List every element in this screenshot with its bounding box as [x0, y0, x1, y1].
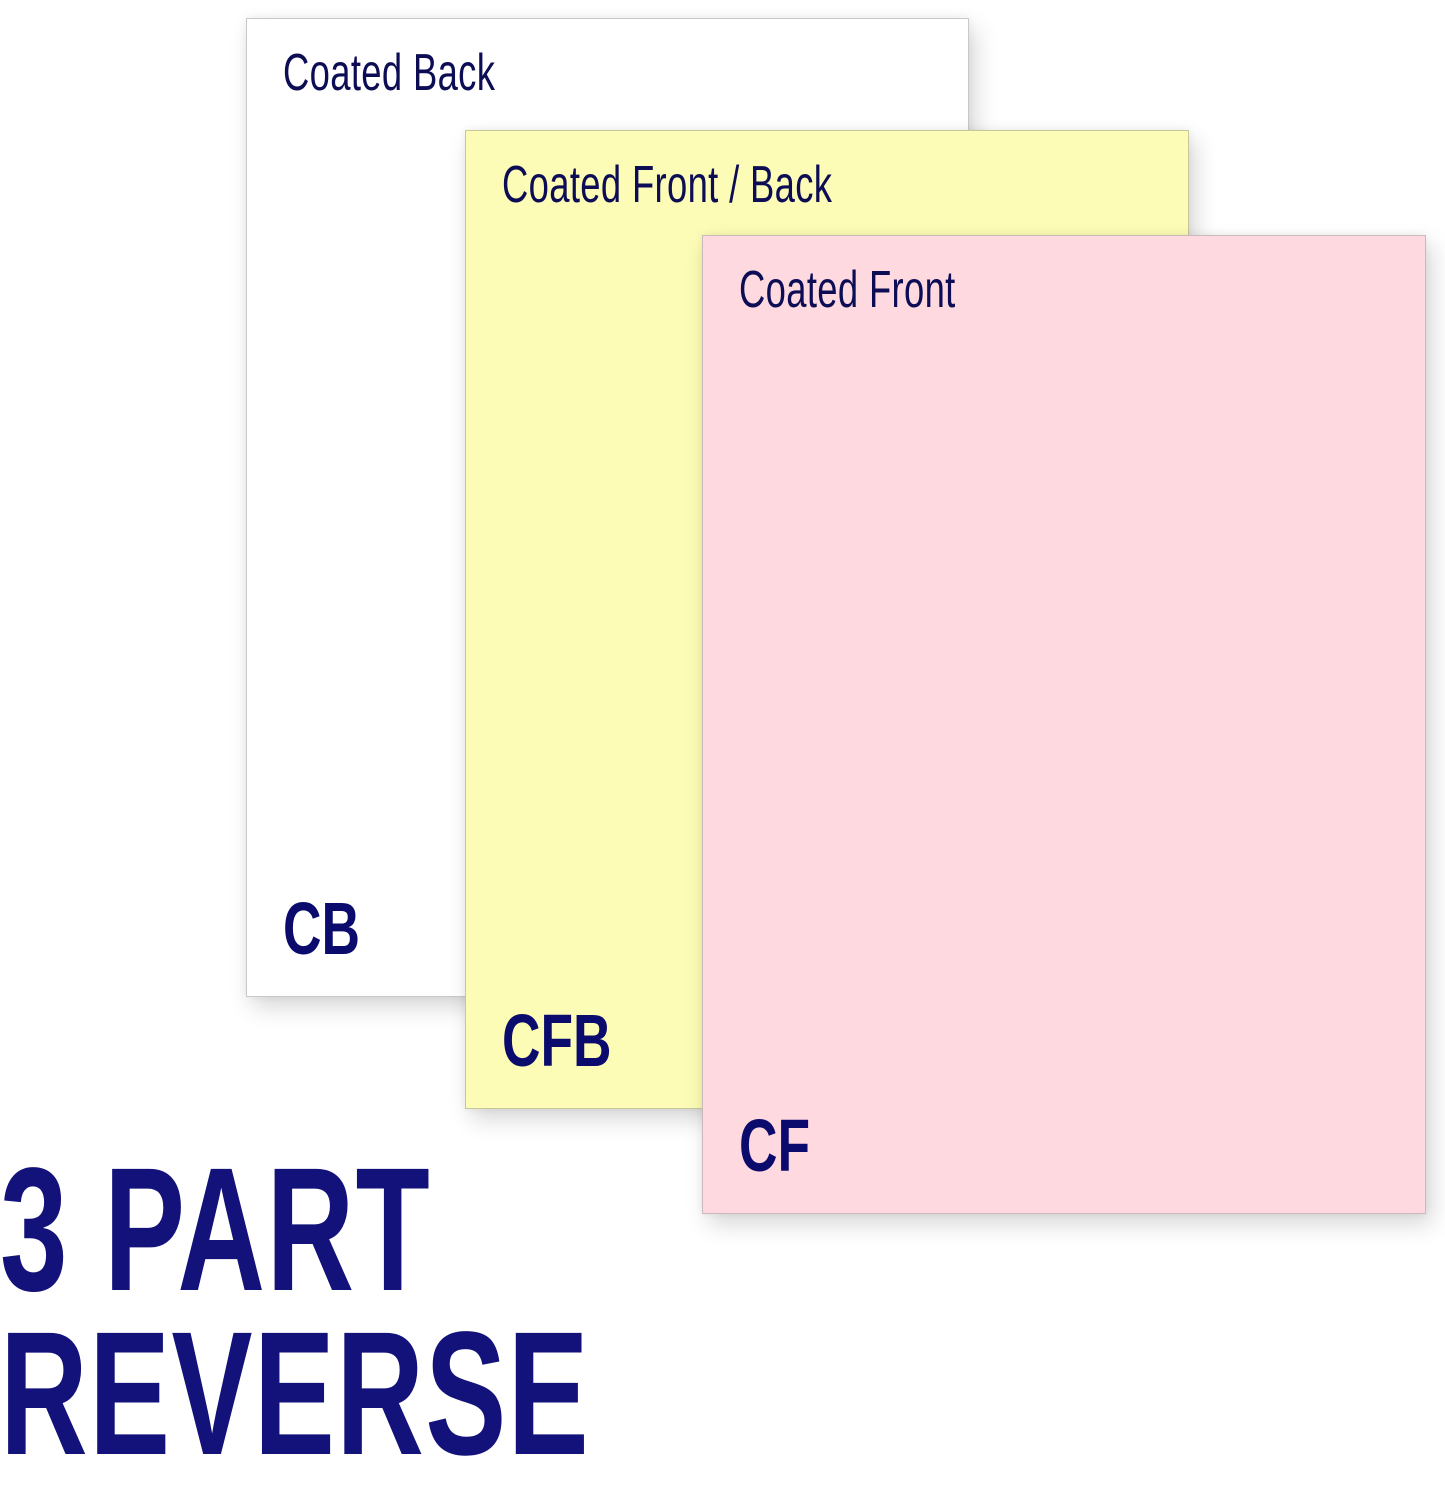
headline-line-2: REVERSE [0, 1296, 591, 1492]
sheet-code: CB [283, 887, 360, 970]
sheet-code: CF [739, 1104, 811, 1187]
headline-line-1: 3 PART [0, 1132, 432, 1328]
sheet-title: Coated Back [283, 44, 496, 102]
sheet-coated-front: Coated Front CF [702, 235, 1426, 1214]
sheet-code: CFB [502, 999, 612, 1082]
headline: 3 PART REVERSE [0, 1132, 591, 1492]
sheet-title: Coated Front / Back [502, 156, 833, 214]
sheet-title: Coated Front [739, 261, 956, 319]
